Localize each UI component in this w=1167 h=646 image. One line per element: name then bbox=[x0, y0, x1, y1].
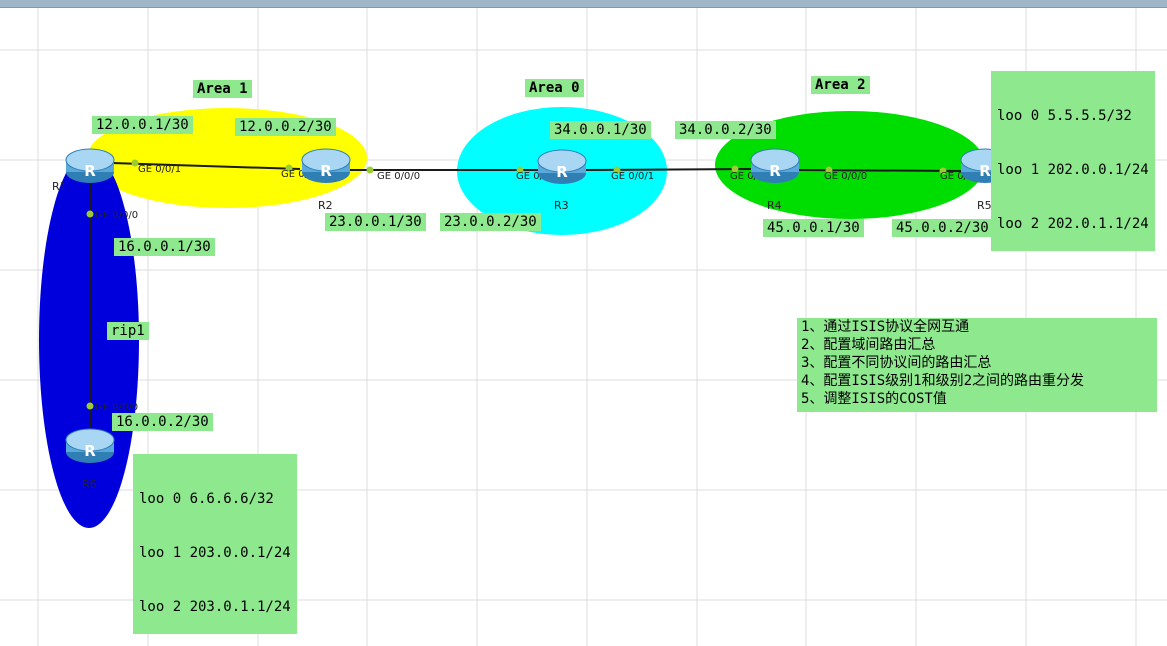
port-dot bbox=[613, 166, 621, 174]
link-r1-r2 bbox=[111, 162, 301, 170]
port-label-r3-ge001: GE 0/0/1 bbox=[611, 171, 654, 182]
ip-label-12-0-0-1: 12.0.0.1/30 bbox=[92, 116, 193, 134]
ip-label-23-0-0-1: 23.0.0.1/30 bbox=[325, 213, 426, 231]
r5-loopback-box: loo 0 5.5.5.5/32 loo 1 202.0.0.1/24 loo … bbox=[991, 71, 1155, 251]
note-line: 4、配置ISIS级别1和级别2之间的路由重分发 bbox=[801, 373, 1084, 389]
router-icon: R bbox=[301, 148, 351, 183]
loopback-line: loo 0 6.6.6.6/32 bbox=[139, 491, 274, 507]
router-icon: R bbox=[65, 148, 115, 183]
port-dot bbox=[731, 165, 739, 173]
port-label-r4-ge000: GE 0/0/0 bbox=[824, 171, 867, 182]
loopback-line: loo 2 203.0.1.1/24 bbox=[139, 599, 291, 615]
area1-label: Area 1 bbox=[193, 80, 252, 98]
requirements-notes: 1、通过ISIS协议全网互通 2、配置域间路由汇总 3、配置不同协议间的路由汇总… bbox=[797, 318, 1157, 412]
port-dot bbox=[366, 166, 374, 174]
note-line: 5、调整ISIS的COST值 bbox=[801, 391, 947, 407]
router-icon: R bbox=[537, 149, 587, 184]
ip-label-16-0-0-1: 16.0.0.1/30 bbox=[114, 238, 215, 256]
port-label-r4-ge001: GE 0/0/1 bbox=[730, 171, 773, 182]
port-dot bbox=[285, 164, 293, 172]
port-dot bbox=[131, 159, 139, 167]
router-name: R3 bbox=[554, 199, 569, 212]
loopback-line: loo 1 203.0.0.1/24 bbox=[139, 545, 291, 561]
link-r4-r5 bbox=[796, 169, 963, 172]
ip-label-34-0-0-1: 34.0.0.1/30 bbox=[550, 121, 651, 139]
ip-label-16-0-0-2: 16.0.0.2/30 bbox=[112, 413, 213, 431]
note-line: 1、通过ISIS协议全网互通 bbox=[801, 319, 970, 335]
router-name: R4 bbox=[767, 199, 782, 212]
router-r1[interactable]: R R1 bbox=[52, 148, 115, 193]
port-dot bbox=[86, 402, 94, 410]
ip-label-45-0-0-1: 45.0.0.1/30 bbox=[763, 219, 864, 237]
router-r3[interactable]: R R3 bbox=[537, 149, 587, 212]
router-r4[interactable]: R R4 bbox=[750, 148, 800, 212]
port-label-r2-ge001: GE 0/0/1 bbox=[281, 169, 324, 180]
router-r6[interactable]: R R6 bbox=[65, 428, 115, 491]
svg-text:R: R bbox=[84, 442, 96, 460]
router-name: R1 bbox=[52, 180, 67, 193]
area0-label: Area 0 bbox=[525, 79, 584, 97]
router-name: R6 bbox=[82, 478, 97, 491]
ip-label-23-0-0-2: 23.0.0.2/30 bbox=[440, 213, 541, 231]
router-icon: R bbox=[65, 428, 115, 463]
port-label-r3-ge000: GE 0/0/0 bbox=[516, 171, 559, 182]
router-r2[interactable]: R R2 bbox=[301, 148, 351, 212]
ip-label-45-0-0-2: 45.0.0.2/30 bbox=[892, 219, 993, 237]
ip-label-34-0-0-2: 34.0.0.2/30 bbox=[675, 121, 776, 139]
window-top-bar bbox=[0, 0, 1167, 8]
port-dot bbox=[516, 166, 524, 174]
port-label-r6-ge000: GE 0/0/0 bbox=[95, 402, 138, 413]
rip-label: rip1 bbox=[107, 322, 149, 340]
router-icon: R bbox=[750, 148, 800, 183]
svg-text:R: R bbox=[84, 162, 96, 180]
svg-text:R: R bbox=[556, 163, 568, 181]
svg-text:R: R bbox=[320, 162, 332, 180]
r6-loopback-box: loo 0 6.6.6.6/32 loo 1 203.0.0.1/24 loo … bbox=[133, 454, 297, 634]
loopback-line: loo 2 202.0.1.1/24 bbox=[997, 216, 1149, 232]
port-label-r2-ge000: GE 0/0/0 bbox=[377, 171, 420, 182]
router-name: R5 bbox=[977, 199, 992, 212]
loopback-line: loo 0 5.5.5.5/32 bbox=[997, 108, 1132, 124]
router-name: R2 bbox=[318, 199, 333, 212]
svg-text:R: R bbox=[769, 162, 781, 180]
note-line: 2、配置域间路由汇总 bbox=[801, 337, 936, 353]
area2-label: Area 2 bbox=[811, 76, 870, 94]
port-dot bbox=[825, 166, 833, 174]
port-label-r1-ge000: GE 0/0/0 bbox=[95, 210, 138, 221]
port-label-r1-ge001: GE 0/0/1 bbox=[138, 164, 181, 175]
port-dot bbox=[86, 210, 94, 218]
svg-text:R: R bbox=[979, 162, 991, 180]
loopback-line: loo 1 202.0.0.1/24 bbox=[997, 162, 1149, 178]
port-dot bbox=[939, 167, 947, 175]
area2-zone bbox=[715, 111, 985, 219]
note-line: 3、配置不同协议间的路由汇总 bbox=[801, 355, 992, 371]
link-r3-r4 bbox=[584, 168, 753, 171]
port-label-r5-ge000: GE 0/0/0 bbox=[940, 171, 983, 182]
ip-label-12-0-0-2: 12.0.0.2/30 bbox=[235, 118, 336, 136]
